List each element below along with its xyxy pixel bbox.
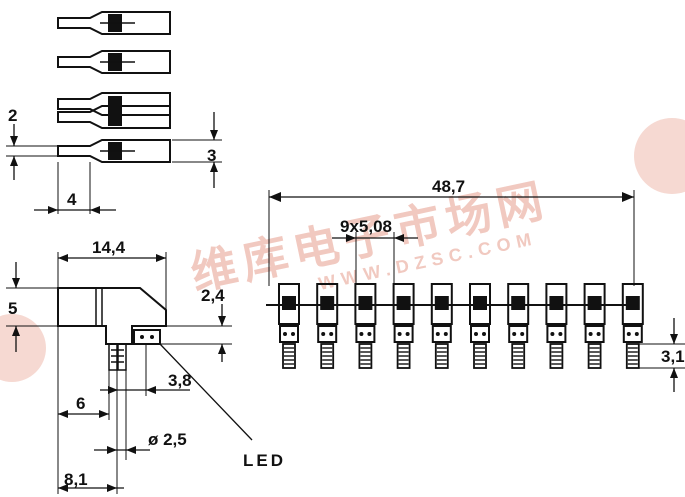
dim-label-pin: 6 — [76, 394, 85, 413]
front-terminal-5 — [430, 283, 453, 369]
dim-width-4: 4 — [34, 162, 116, 214]
terminal-top-2 — [57, 50, 171, 74]
dim-overall-8-1: 8,1 — [58, 470, 124, 492]
led-callout: LED — [159, 343, 286, 470]
side-view: 14,4 5 2,4 3,8 — [6, 238, 286, 494]
front-terminal-2 — [316, 283, 339, 369]
front-terminal-10 — [621, 283, 644, 369]
dim-label-led-position: 3,8 — [168, 371, 192, 390]
front-terminal-7 — [507, 283, 530, 369]
dim-length-14-4: 14,4 — [57, 238, 167, 310]
dim-label-height: 3 — [207, 146, 216, 165]
front-terminal-8 — [545, 283, 568, 369]
dim-label-pitch: 2 — [8, 106, 17, 125]
led-housing — [133, 329, 161, 345]
dim-label-front-overall: 48,7 — [432, 177, 465, 196]
dim-label-height-5: 5 — [8, 299, 17, 318]
terminal-top-4 — [57, 139, 171, 163]
dim-led-diameter: ø 2,5 — [94, 370, 187, 494]
dim-height-5: 5 — [6, 262, 58, 352]
side-body — [57, 287, 167, 345]
front-terminal-1 — [278, 283, 300, 369]
side-pin — [108, 343, 127, 371]
front-terminal-3 — [354, 283, 377, 369]
dim-pin-length-3-1: 3,1 — [632, 318, 685, 392]
front-terminal-4 — [392, 283, 415, 369]
front-view: 48,7 9x5,08 3,1 — [266, 177, 685, 392]
dim-overall-48-7: 48,7 — [268, 177, 635, 286]
led-callout-label: LED — [243, 451, 286, 470]
terminal-top-3 — [57, 92, 171, 129]
dim-pin-6: 6 — [57, 326, 110, 494]
front-positions — [266, 283, 644, 369]
dim-label-overall: 8,1 — [64, 470, 88, 489]
dim-label-led-offset: 2,4 — [201, 286, 225, 305]
top-view: 2 3 4 — [6, 11, 222, 214]
dim-led-position: 3,8 — [100, 344, 192, 396]
dim-pitch-9x5-08: 9x5,08 — [332, 217, 418, 284]
front-terminal-9 — [583, 283, 606, 369]
dim-led-offset: 2,4 — [160, 286, 232, 362]
dim-height-3: 3 — [172, 112, 222, 188]
dim-label-led-diameter: ø 2,5 — [148, 430, 187, 449]
front-terminal-6 — [469, 283, 491, 369]
terminal-top-1 — [57, 11, 171, 35]
dim-label-pin-length: 3,1 — [661, 347, 685, 366]
dim-label-width: 4 — [67, 190, 77, 209]
dim-pitch-2: 2 — [6, 106, 58, 180]
dim-label-front-pitch: 9x5,08 — [340, 217, 392, 236]
dim-label-length: 14,4 — [92, 238, 126, 257]
